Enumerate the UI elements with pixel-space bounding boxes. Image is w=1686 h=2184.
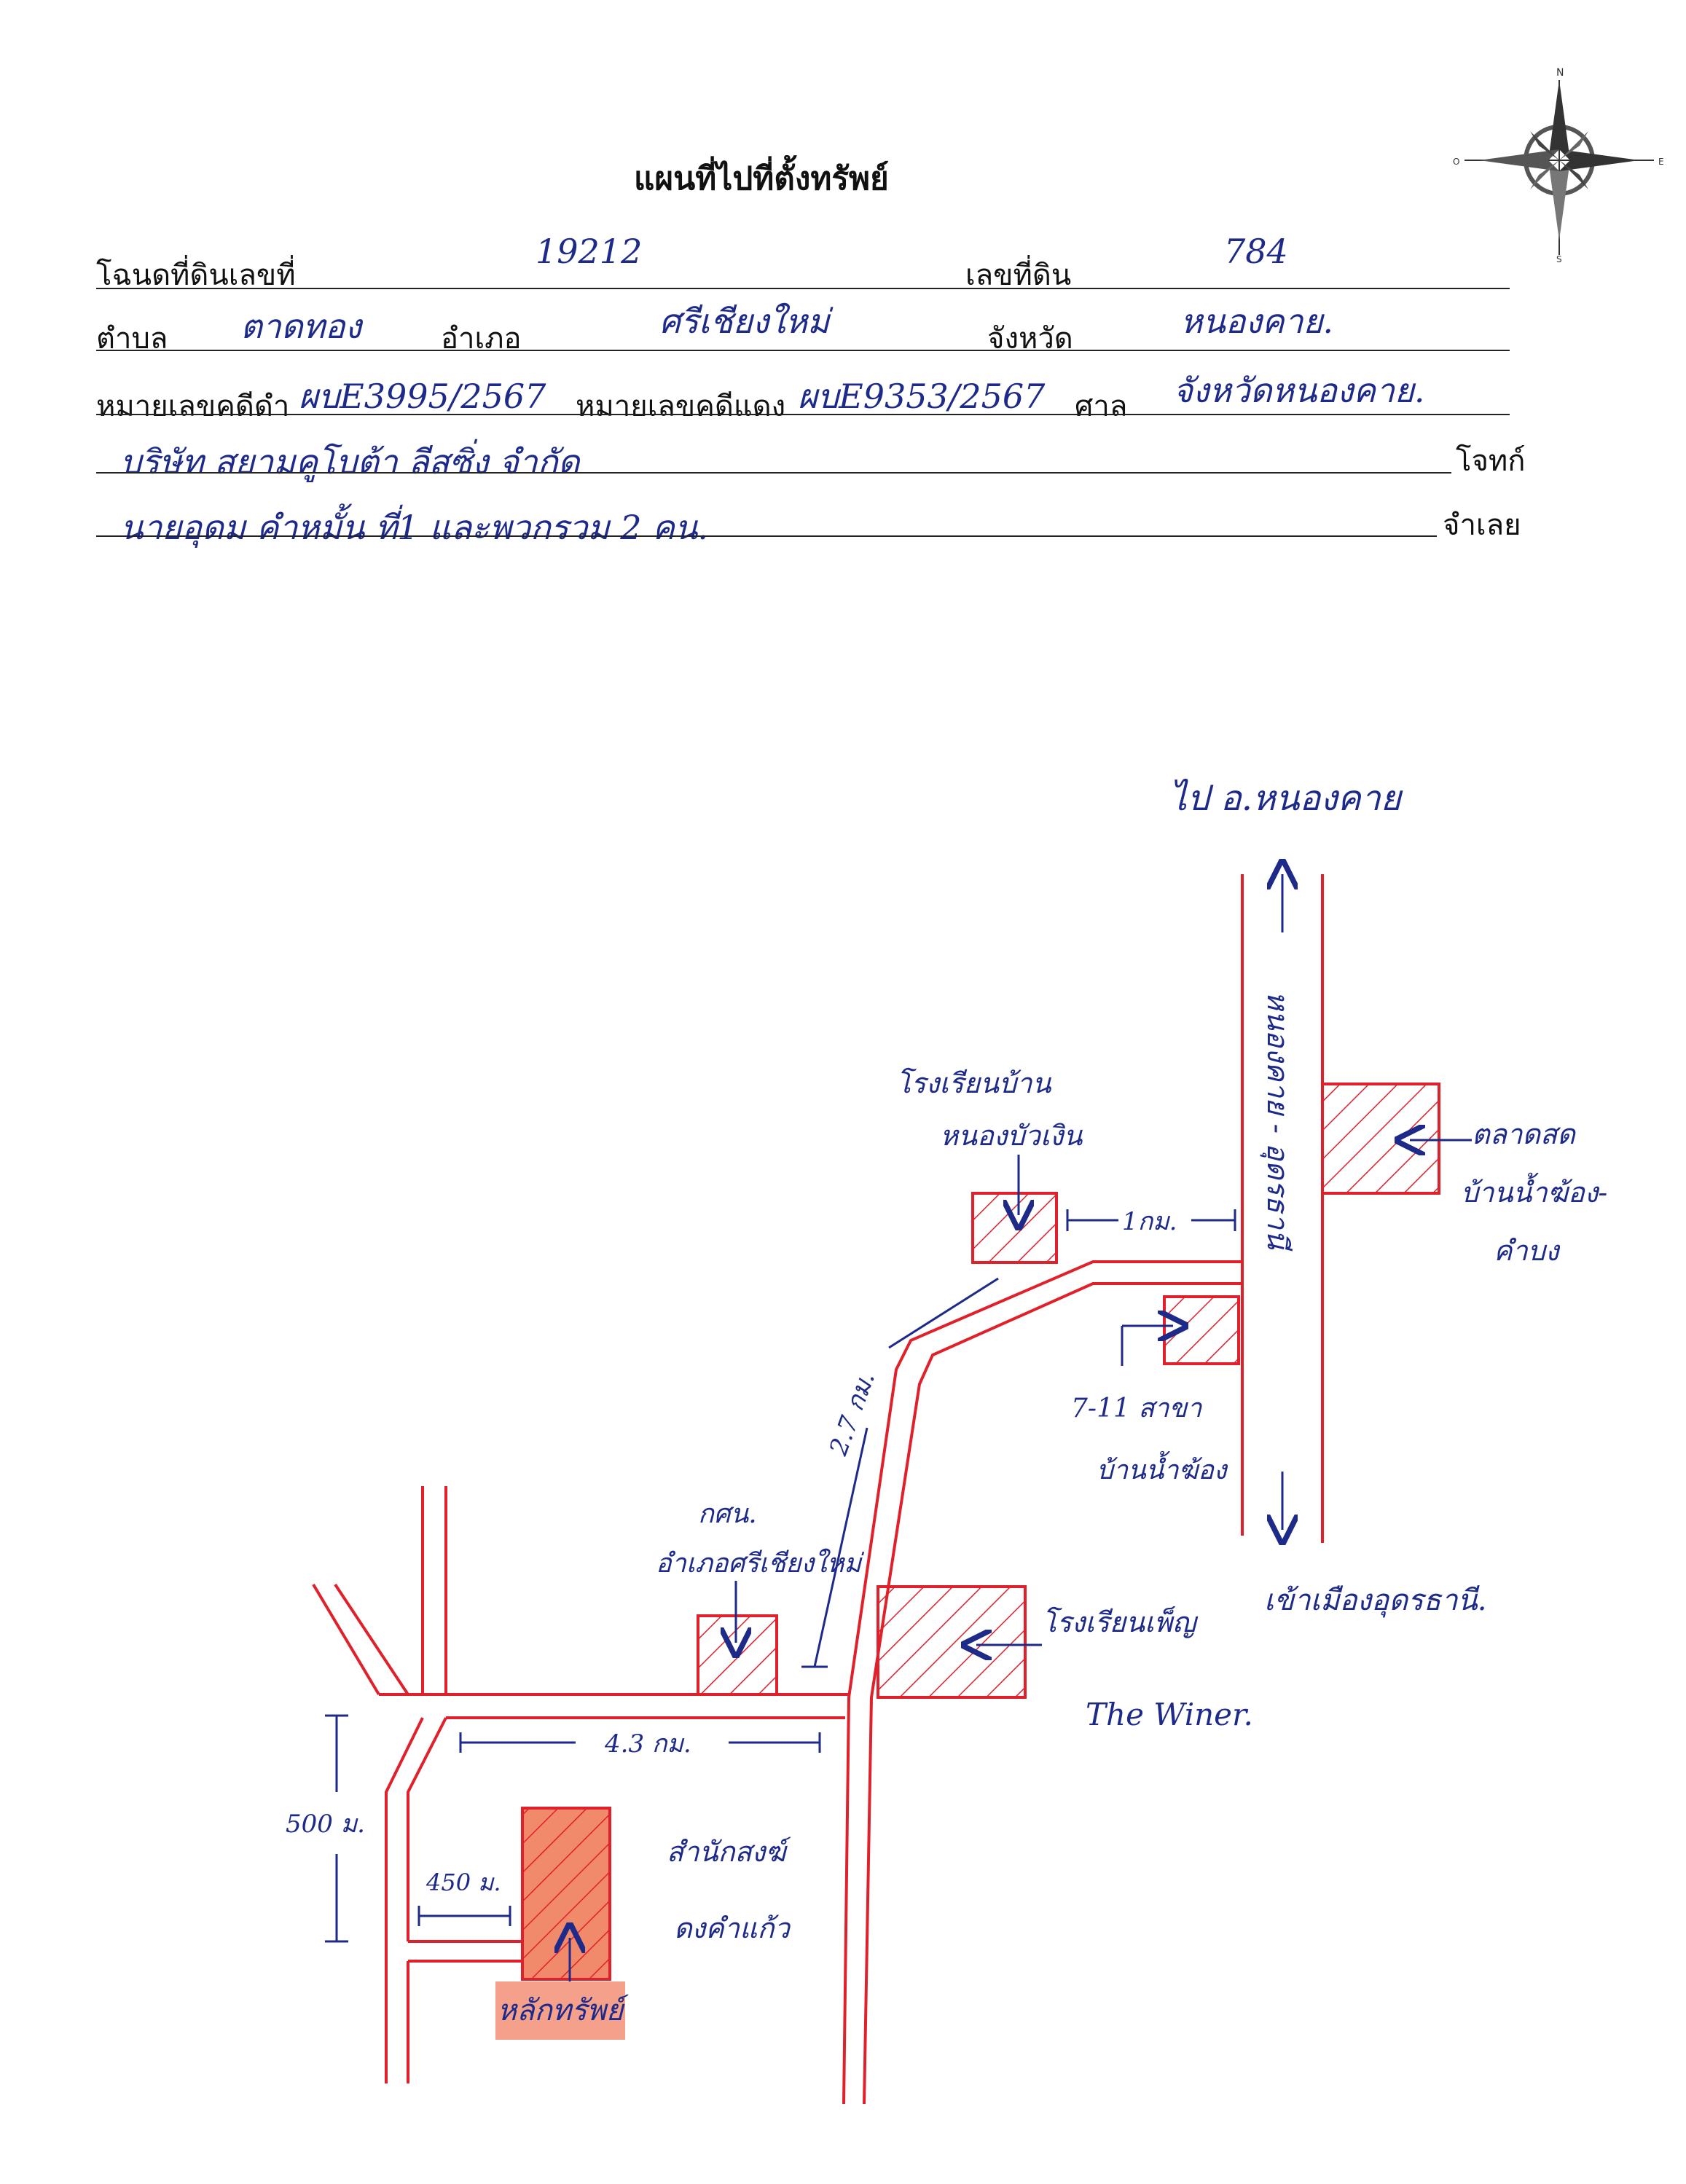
black-case-value: ผบE3995/2567: [299, 377, 546, 416]
market-label-3: คำบง: [1494, 1235, 1561, 1267]
land-no-label: เลขที่ดิน: [965, 259, 1072, 292]
property-pin-label: หลักทรัพย์: [497, 1994, 624, 2027]
plaintiff-value: บริษัท สยามคูโบต้า ลีสซิ่ง จำกัด: [120, 442, 580, 482]
court-value: จังหวัดหนองคาย.: [1173, 371, 1425, 410]
temple-label-1: สำนักสงฆ์: [667, 1836, 791, 1868]
dist-500m-label: 500 ม.: [286, 1810, 365, 1839]
district-office-label-2: อำเภอศรีเชียงใหม่: [656, 1548, 865, 1579]
red-case-value: ผบE9353/2567: [798, 377, 1046, 416]
row1-rule: [96, 288, 1510, 289]
black-case-label: หมายเลขคดีดำ: [96, 390, 290, 423]
district-value: ศรีเชียงใหม่: [659, 302, 830, 341]
market-label-1: ตลาดสด: [1472, 1118, 1577, 1150]
deed-value: 19212: [536, 232, 643, 271]
to-udon-label: เข้าเมืองอุดรธานี.: [1264, 1584, 1487, 1618]
row3-rule: [96, 414, 1510, 415]
defendant-value: นายอุดม คำหมั้น ที่1 และพวกรวม 2 คน.: [120, 508, 708, 547]
compass-w: O: [1453, 157, 1459, 167]
row5-rule: [96, 535, 1437, 537]
school-bottom-building: [877, 1585, 1027, 1699]
land-no-value: 784: [1224, 232, 1288, 271]
dist-2-7km-label: 2.7 กม.: [824, 1368, 882, 1460]
local-road: [379, 1693, 849, 1719]
page-title: แผนที่ไปที่ตั้งทรัพย์: [634, 160, 889, 197]
row4-rule: [96, 472, 1451, 474]
property-pin-badge: หลักทรัพย์: [495, 1981, 625, 2040]
temple-label-2: ดงคำแก้ว: [674, 1912, 791, 1944]
market-label-2: บ้านน้ำฆ้อง-: [1461, 1172, 1607, 1209]
compass-n: N: [1556, 67, 1564, 79]
dim-2-7km-high: [888, 1277, 999, 1349]
district-office-building: [697, 1614, 778, 1696]
dist-4-3km-label: 4.3 กม.: [604, 1729, 691, 1759]
province-value: หนองคาย.: [1180, 302, 1334, 341]
property-plot-hatch: [522, 1808, 610, 1979]
the-winer-label: The Winer.: [1086, 1697, 1253, 1732]
market-building: [1321, 1083, 1440, 1195]
dist-1km-label: 1กม.: [1122, 1207, 1177, 1236]
highway-name-label: หนองคาย - อุดรธานี: [1260, 991, 1294, 1252]
school-top-label-2: หนองบัวเงิน: [940, 1120, 1083, 1152]
red-case-label: หมายเลขคดีแดง: [576, 390, 786, 423]
compass-s: S: [1556, 254, 1562, 262]
subdistrict-value: ตาดทอง: [240, 307, 361, 346]
school-top-building: [971, 1192, 1058, 1264]
seven-eleven-label-1: 7-11 สาขา: [1071, 1394, 1203, 1423]
plaintiff-label: โจทก์: [1456, 444, 1526, 478]
district-office-label-1: กศน.: [698, 1499, 757, 1529]
seven-eleven-label-2: บ้านน้ำฆ้อง: [1097, 1450, 1228, 1485]
row2-rule: [96, 350, 1510, 351]
school-top-label-1: โรงเรียนบ้าน: [896, 1067, 1051, 1099]
dim-2-7km-low: [813, 1427, 869, 1668]
deed-label: โฉนดที่ดินเลขที่: [96, 259, 296, 292]
court-label: ศาล: [1075, 390, 1128, 423]
compass-rose-icon: N S O E: [1453, 67, 1664, 262]
highway-road: [1241, 874, 1324, 1543]
branch-road: [842, 1260, 1242, 2105]
seven-eleven-building: [1163, 1295, 1240, 1365]
compass-e: E: [1658, 157, 1664, 167]
side-roads: [312, 1486, 525, 2083]
dist-450m-label: 450 ม.: [426, 1869, 501, 1896]
to-city-label: ไป อ.หนองคาย: [1169, 778, 1403, 819]
defendant-label: จำเลย: [1443, 508, 1521, 542]
school-bottom-label: โรงเรียนเพ็ญ: [1042, 1606, 1199, 1638]
